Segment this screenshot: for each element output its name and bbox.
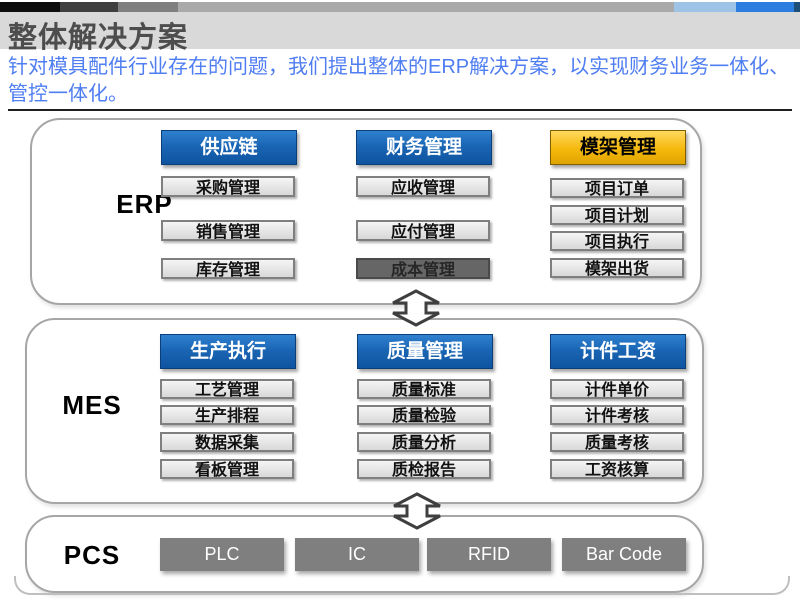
mes-layer: MES 生产执行 工艺管理 生产排程 数据采集 看板管理 质量管理 质量标准 质… [25,318,704,504]
module-button: 库存管理 [161,258,295,279]
mes-label: MES [62,390,122,420]
module-button: 项目计划 [550,205,684,225]
updown-arrow-icon [392,289,440,327]
title-band: 整体解决方案 [0,12,800,54]
module-button: 应付管理 [356,220,490,241]
module-button: 生产排程 [160,405,294,425]
module-button: 工资核算 [550,459,684,479]
divider-line [8,109,792,111]
updown-arrow-icon [393,492,441,530]
pcs-label: PCS [63,540,121,570]
device-button: PLC [160,538,284,571]
module-button: 质量考核 [550,432,684,452]
module-button: 应收管理 [356,176,490,197]
top-bar-segment [674,2,736,12]
device-button: RFID [427,538,551,571]
top-accent-bar [0,2,800,12]
top-bar-segment [118,2,178,12]
top-bar-segment [178,2,674,12]
top-bar-segment [794,2,800,12]
erp-col-header: 财务管理 [356,130,492,165]
module-button: 采购管理 [161,176,295,197]
module-button: 项目订单 [550,178,684,198]
module-button: 销售管理 [161,220,295,241]
erp-col-header: 供应链 [161,130,297,165]
module-button: 质量标准 [357,379,491,399]
top-bar-segment [736,2,794,12]
erp-layer: ERP 供应链 采购管理 销售管理 库存管理 财务管理 应收管理 应付管理 成本… [30,118,702,305]
bottom-decorative-line [14,576,790,595]
module-button: 计件考核 [550,405,684,425]
module-button: 工艺管理 [160,379,294,399]
device-button: IC [295,538,419,571]
mes-col-header: 计件工资 [550,334,686,369]
mes-col-header: 质量管理 [357,334,493,369]
module-button: 模架出货 [550,258,684,278]
module-button: 质量分析 [357,432,491,452]
device-button: Bar Code [562,538,686,571]
module-button: 质量检验 [357,405,491,425]
erp-col-header-gold: 模架管理 [550,130,686,165]
top-bar-segment [0,2,60,12]
intro-text: 针对模具配件行业存在的问题，我们提出整体的ERP解决方案，以实现财务业务一体化、… [8,56,790,105]
page-title: 整体解决方案 [8,22,189,54]
top-bar-segment [60,2,118,12]
module-button: 项目执行 [550,231,684,251]
module-button: 计件单价 [550,379,684,399]
module-button: 质检报告 [357,459,491,479]
module-button: 数据采集 [160,432,294,452]
module-button: 看板管理 [160,459,294,479]
mes-col-header: 生产执行 [160,334,296,369]
pcs-layer: PCS PLC IC RFID Bar Code [25,515,704,593]
module-button-dark: 成本管理 [356,258,490,279]
